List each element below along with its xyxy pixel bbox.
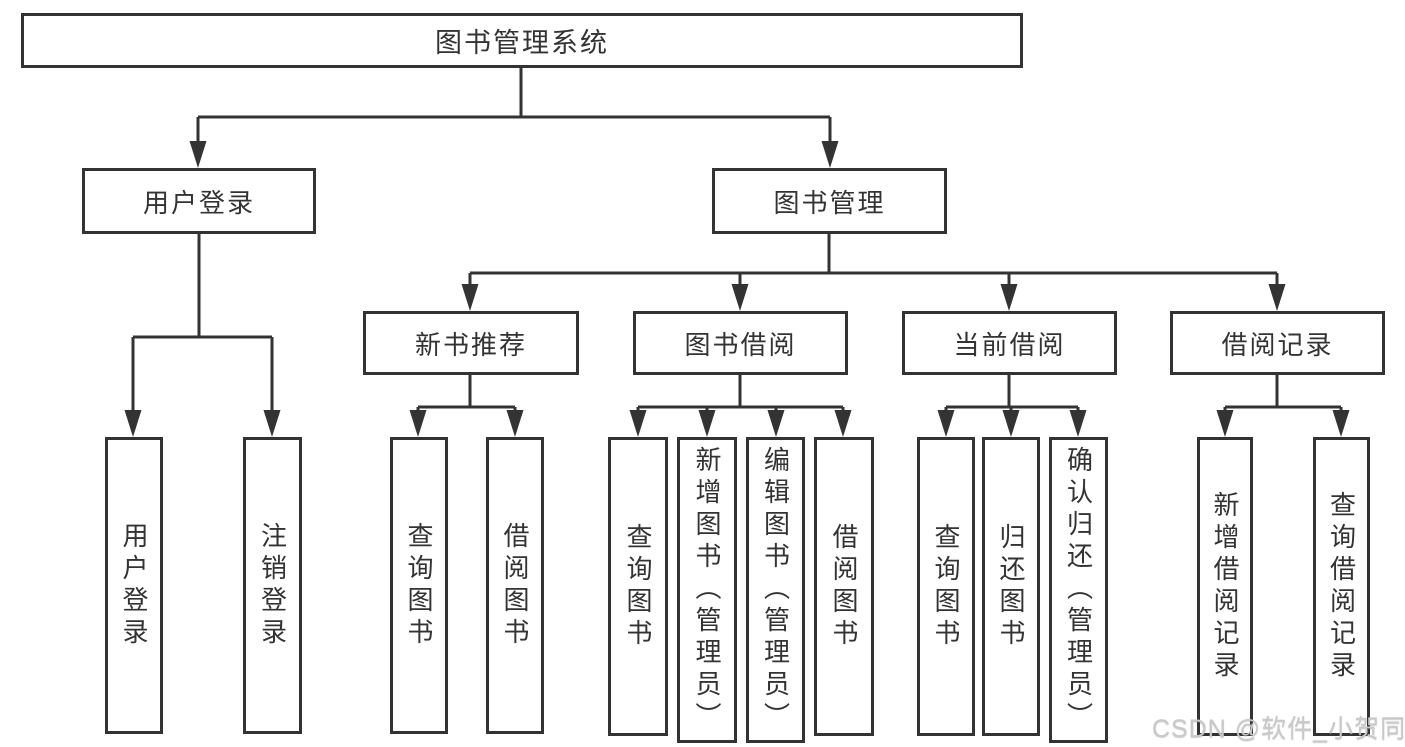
node-book-mgmt: 图书管理 xyxy=(712,168,947,234)
leaf-user-login: 用户登录 xyxy=(105,437,163,734)
leaf-borrow-borrow-label: 借阅图书 xyxy=(829,522,859,651)
node-new-book-rec: 新书推荐 xyxy=(363,311,579,375)
node-book-borrow-label: 图书借阅 xyxy=(684,329,797,360)
leaf-newbook-query: 查询图书 xyxy=(390,437,448,734)
connector-current-borrow-children xyxy=(937,375,1087,437)
leaf-borrow-borrow: 借阅图书 xyxy=(814,437,874,736)
node-current-borrow-label: 当前借阅 xyxy=(953,329,1066,360)
leaf-current-confirm-admin: 确认归还（管理员） xyxy=(1049,437,1108,743)
leaf-user-login-label: 用户登录 xyxy=(119,521,149,650)
leaf-current-return: 归还图书 xyxy=(982,437,1040,736)
leaf-current-query: 查询图书 xyxy=(917,437,975,736)
node-current-borrow: 当前借阅 xyxy=(902,311,1117,375)
node-borrow-records-label: 借阅记录 xyxy=(1221,329,1334,360)
leaf-record-query: 查询借阅记录 xyxy=(1313,437,1370,736)
node-user-login-label: 用户登录 xyxy=(142,187,255,218)
leaf-current-return-label: 归还图书 xyxy=(996,522,1026,651)
leaf-logout: 注销登录 xyxy=(243,437,302,734)
leaf-newbook-query-label: 查询图书 xyxy=(404,521,434,650)
node-library-system: 图书管理系统 xyxy=(21,13,1023,68)
node-user-login: 用户登录 xyxy=(82,168,316,234)
connector-user-login-children xyxy=(124,233,281,437)
leaf-newbook-borrow: 借阅图书 xyxy=(486,437,544,734)
node-library-system-label: 图书管理系统 xyxy=(435,28,609,58)
node-borrow-records: 借阅记录 xyxy=(1170,311,1385,375)
leaf-borrow-edit-admin-label: 编辑图书（管理员） xyxy=(760,446,791,734)
leaf-current-confirm-admin-label: 确认归还（管理员） xyxy=(1063,446,1094,734)
leaf-borrow-add-admin-label: 新增图书（管理员） xyxy=(692,446,722,734)
leaf-borrow-edit-admin: 编辑图书（管理员） xyxy=(746,437,805,743)
connector-new-book-children xyxy=(409,375,524,437)
node-book-mgmt-label: 图书管理 xyxy=(773,187,886,218)
leaf-newbook-borrow-label: 借阅图书 xyxy=(500,521,530,650)
leaf-borrow-query-label: 查询图书 xyxy=(623,522,653,651)
leaf-logout-label: 注销登录 xyxy=(257,521,288,650)
connector-book-borrow-children xyxy=(629,375,852,437)
connector-root-to-level2 xyxy=(189,67,839,168)
node-book-borrow: 图书借阅 xyxy=(633,311,848,375)
connector-book-mgmt-to-level3 xyxy=(461,233,1286,311)
node-new-book-rec-label: 新书推荐 xyxy=(414,329,527,360)
leaf-current-query-label: 查询图书 xyxy=(931,522,961,651)
leaf-record-query-label: 查询借阅记录 xyxy=(1326,490,1357,683)
leaf-borrow-query: 查询图书 xyxy=(608,437,668,736)
leaf-record-add: 新增借阅记录 xyxy=(1197,437,1253,736)
leaf-borrow-add-admin: 新增图书（管理员） xyxy=(677,437,737,743)
connector-borrow-records-children xyxy=(1216,375,1350,437)
csdn-watermark: CSDN @软件_小贺同学 xyxy=(1152,715,1405,743)
leaf-record-add-label: 新增借阅记录 xyxy=(1210,490,1240,683)
